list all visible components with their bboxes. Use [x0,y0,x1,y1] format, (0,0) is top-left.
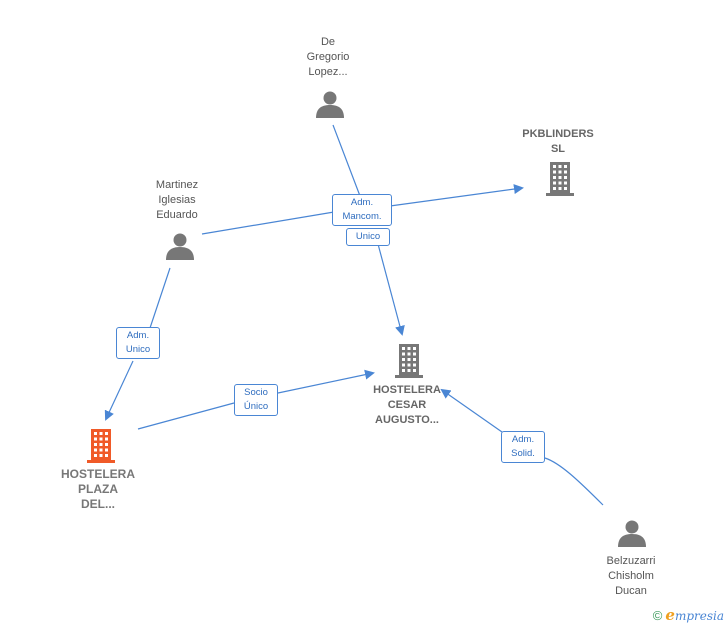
hostelera-cesar-building-icon[interactable] [395,344,423,378]
edge-label-socio-unico[interactable]: Socio Único [234,384,278,416]
node-belzuzarri[interactable]: Belzuzarri Chisholm Ducan [586,554,676,599]
node-hostelera-plaza[interactable]: HOSTELERA PLAZA DEL... [50,467,146,512]
brand-logo-initial: e [665,606,675,624]
de-gregorio-person-icon[interactable] [316,91,344,119]
edge-belzuzarri-hostelera-cesar [442,390,604,506]
edge-de-gregorio-hostelera-cesar [332,124,402,334]
pkblinders-building-icon[interactable] [546,162,574,196]
brand-footer: ©empresia [653,606,724,624]
node-label-belzuzarri: Belzuzarri Chisholm Ducan [606,555,656,597]
hostelera-plaza-building-icon[interactable] [87,429,115,463]
belzuzarri-person-icon[interactable] [618,520,646,548]
node-label-hostelera-cesar: HOSTELERA CESAR AUGUSTO... [373,384,441,426]
node-label-hostelera-plaza: HOSTELERA PLAZA DEL... [60,467,135,511]
edge-martinez-pkblinders [201,188,522,235]
brand-logo-text: mpresia [674,609,724,623]
node-martinez[interactable]: Martinez Iglesias Eduardo [132,178,222,223]
edge-label-adm-solid[interactable]: Adm. Solid. [501,431,545,463]
edge-label-unico[interactable]: Unico [346,228,390,246]
edge-hostelera-plaza-hostelera-cesar [137,373,373,430]
node-pkblinders[interactable]: PKBLINDERS SL [510,127,606,157]
edge-label-adm-unico[interactable]: Adm. Unico [116,327,160,359]
node-hostelera-cesar[interactable]: HOSTELERA CESAR AUGUSTO... [362,383,452,428]
edge-martinez-hostelera-plaza [106,267,171,419]
edge-label-adm-mancom[interactable]: Adm. Mancom. [332,194,392,226]
copyright-icon: © [652,608,663,623]
martinez-person-icon[interactable] [166,233,194,261]
node-label-pkblinders: PKBLINDERS SL [522,128,594,155]
icons-layer [87,91,646,548]
node-label-martinez: Martinez Iglesias Eduardo [155,179,199,221]
node-label-de-gregorio: De Gregorio Lopez... [306,36,350,78]
edges-layer [106,124,604,506]
node-de-gregorio[interactable]: De Gregorio Lopez... [288,35,368,80]
